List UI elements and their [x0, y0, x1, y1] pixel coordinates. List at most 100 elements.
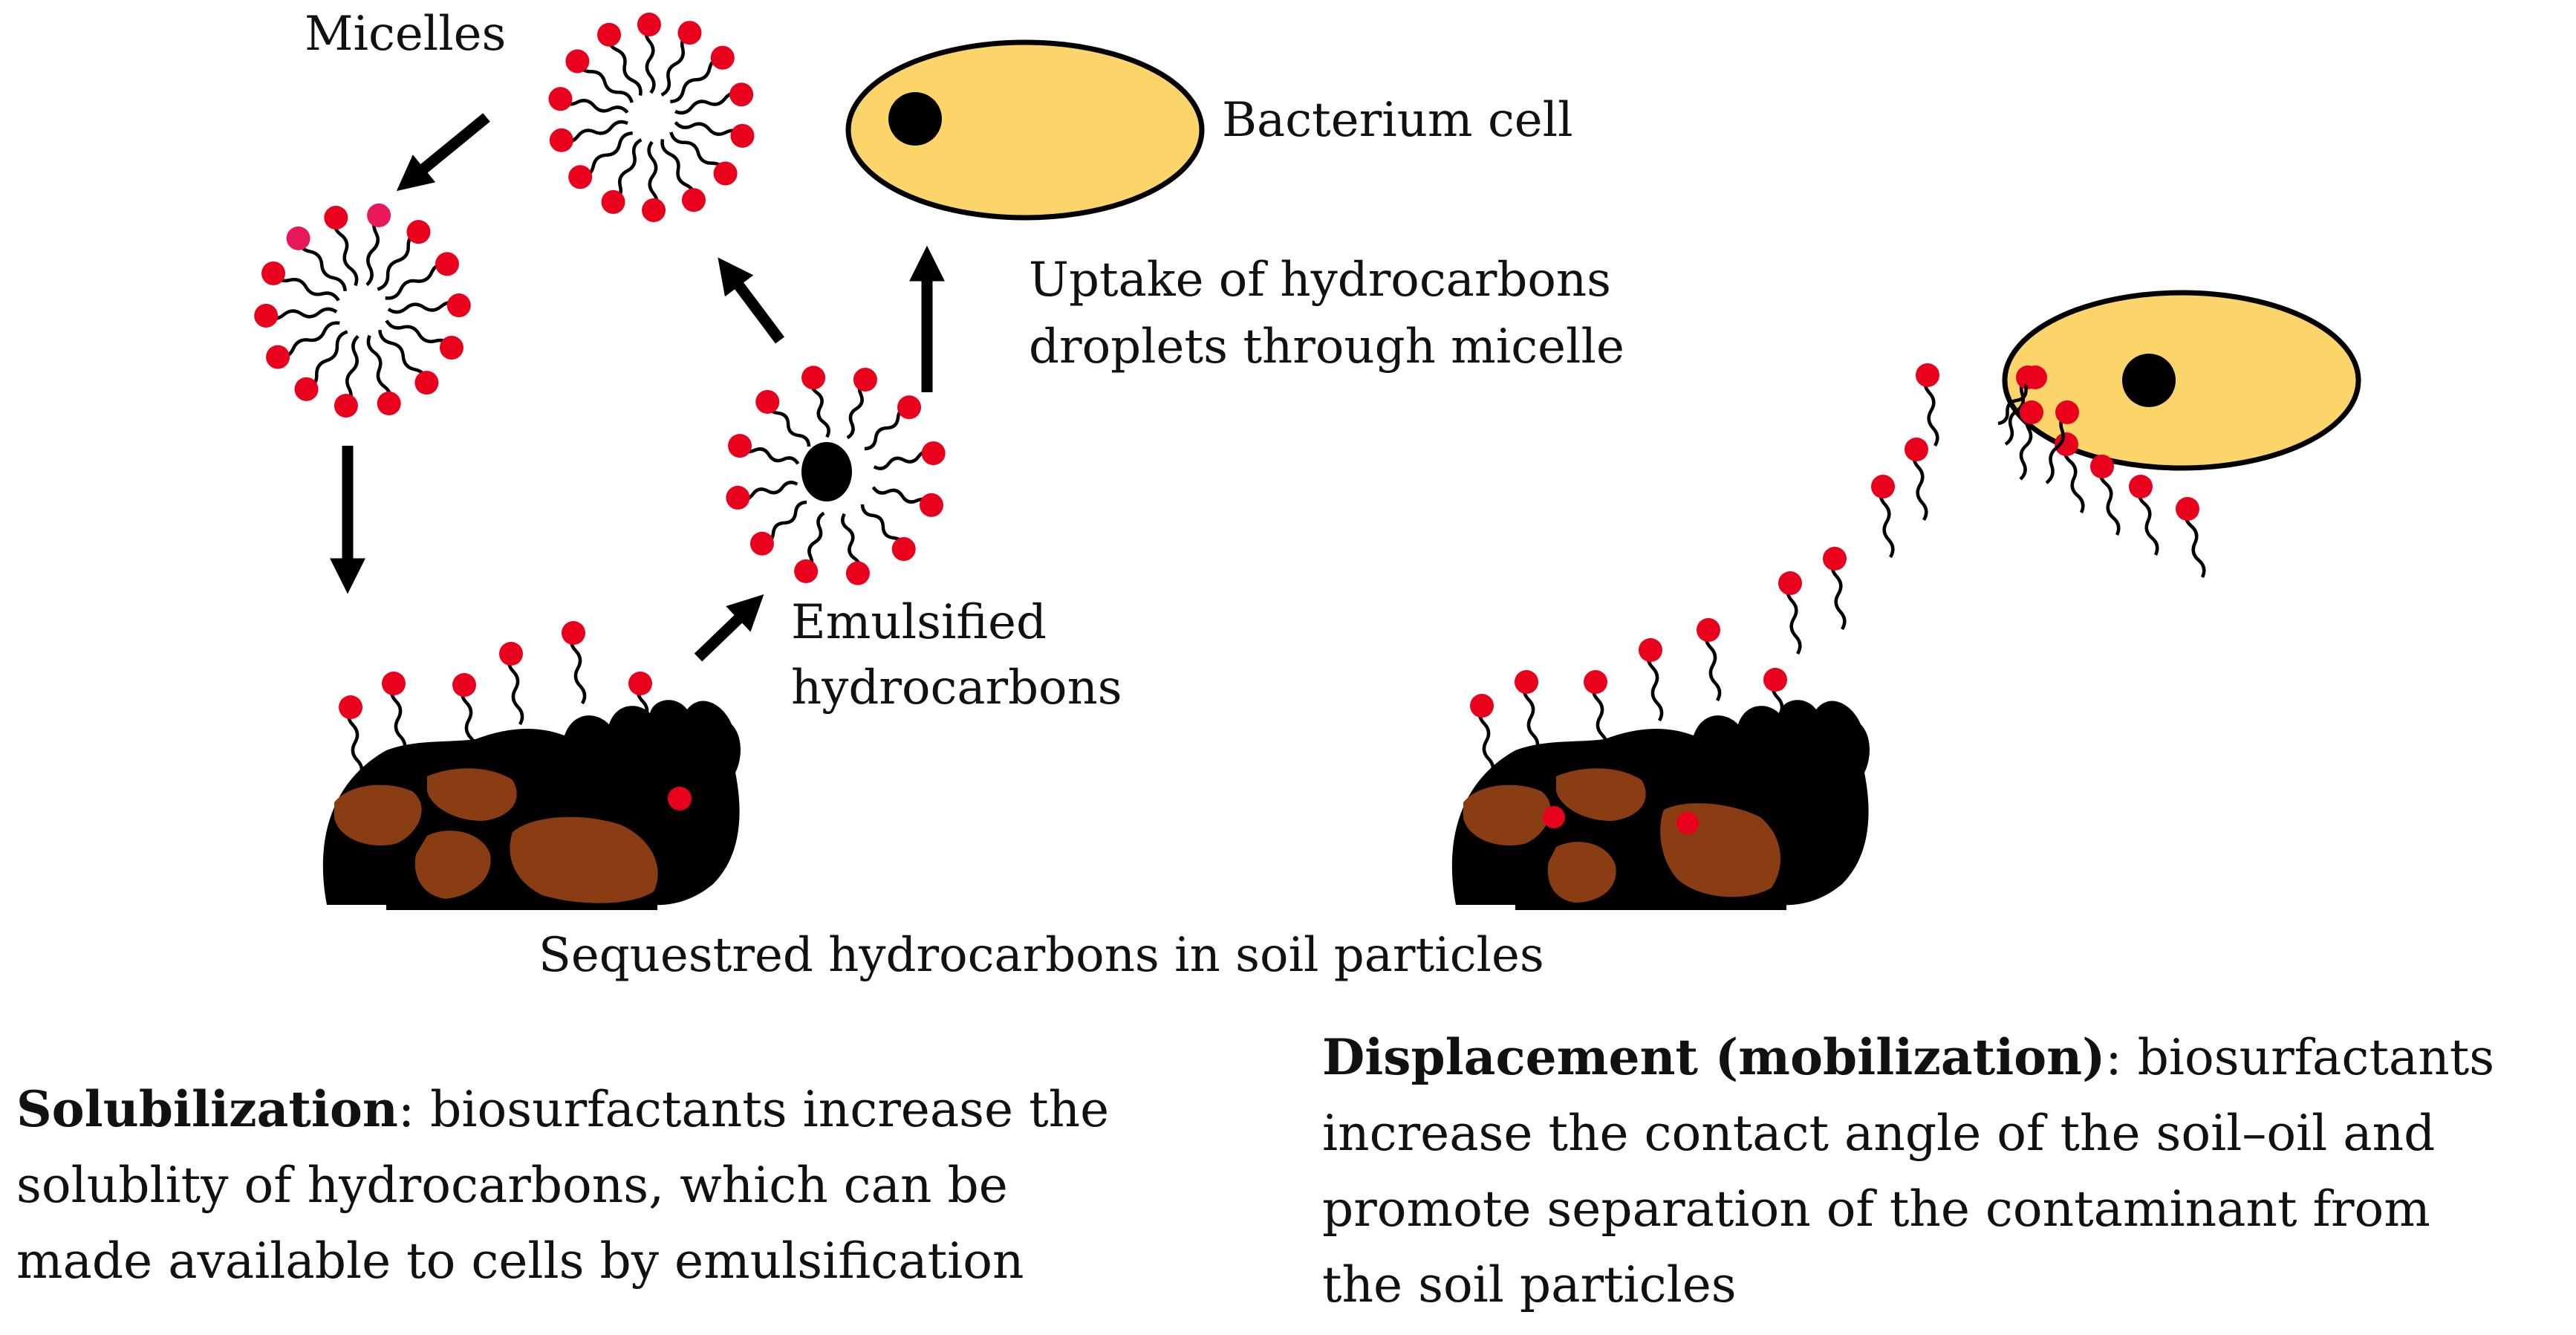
surfactant-tail: [1912, 448, 1928, 522]
surfactant-tail: [346, 706, 364, 779]
surfactant-head: [755, 389, 780, 414]
displacement-line1: : biosurfactants: [2105, 1029, 2495, 1086]
surfactant-tail: [1646, 649, 1664, 722]
surfactant-tail: [1830, 557, 1847, 631]
surfactant-head: [339, 695, 362, 719]
solubilization-line2: solublity of hydrocarbons, which can be: [16, 1157, 1008, 1214]
surfactant-tail: [2045, 411, 2069, 484]
surfactant-head: [377, 392, 401, 416]
surfactant-head: [668, 787, 692, 811]
surfactant-head: [446, 293, 471, 318]
surfactant-head: [1763, 668, 1787, 692]
micelle-left: [254, 203, 471, 418]
surfactant-head: [642, 198, 666, 222]
surfactant-tail: [389, 682, 407, 756]
surfactant-tail: [560, 120, 628, 144]
surfactant-head: [286, 226, 310, 250]
surfactant-head: [919, 493, 943, 517]
arrows: [329, 113, 946, 662]
surfactant-head: [749, 531, 774, 556]
surfactant-tail: [660, 31, 691, 97]
surfactant-tail: [1923, 374, 1939, 447]
soil-particle-left: [322, 700, 741, 910]
surfactant-head: [2129, 475, 2153, 498]
surfactant-head: [710, 45, 735, 70]
surfactant-head: [1584, 670, 1607, 694]
surfactant-tail: [277, 321, 340, 360]
surfactant-head: [1916, 363, 1939, 387]
surfactant-head: [266, 345, 290, 369]
surfactant-tail: [365, 214, 380, 287]
surfactant-head: [452, 673, 476, 697]
surfactant-tail: [1786, 582, 1802, 655]
surfactant-head: [261, 261, 286, 285]
surfactant-tail: [1771, 678, 1789, 752]
surfactant-head: [568, 165, 593, 189]
displacement-line4: the soil particles: [1322, 1256, 1737, 1313]
surfactant-head: [439, 336, 464, 360]
surfactant-tail: [385, 319, 453, 349]
surfactant-tail: [1879, 485, 1895, 559]
surfactant-head: [897, 395, 922, 420]
surfactant-head: [1639, 638, 1662, 662]
soil-particle-right: [1451, 700, 1870, 910]
surfactant-head: [601, 189, 625, 214]
emulsified-label-line1: Emulsified: [791, 595, 1047, 650]
surfactant-head: [637, 13, 661, 37]
uptake-label-line1: Uptake of hydrocarbons: [1029, 253, 1611, 308]
bacterium-cell-right: [2002, 290, 2361, 471]
surfactant-head: [2055, 400, 2079, 424]
surfactant-head: [1905, 438, 1928, 461]
surfactant-tail: [607, 34, 643, 97]
surfactants-on-soil-right: [1470, 618, 1789, 778]
surfactant-head: [730, 123, 755, 148]
surfactant-head: [367, 203, 391, 227]
solubilization-term: Solubilization: [16, 1080, 398, 1138]
surfactant-head: [801, 366, 826, 390]
surfactant-tail: [674, 91, 743, 115]
surfactant-head: [334, 394, 358, 418]
surfactant-tail: [2004, 376, 2029, 446]
solubilization-line1: : biosurfactants increase the: [397, 1081, 1110, 1138]
surfactant-tail: [378, 329, 429, 383]
surfactant-tail: [669, 131, 727, 175]
surfactant-tail: [2063, 444, 2085, 513]
surfactant-head: [435, 252, 459, 276]
surfactant-head: [681, 188, 706, 212]
surfactant-head: [713, 161, 738, 186]
surfactant-tail: [580, 131, 633, 179]
surfactant-head: [677, 21, 702, 45]
surfactant-head: [549, 128, 573, 152]
surfactant-head: [2023, 366, 2047, 389]
bacterium-cell-left: [845, 39, 1205, 221]
surfactant-tail: [366, 334, 392, 404]
surfactant-tail: [333, 217, 359, 287]
surfactant-tail: [576, 60, 634, 103]
surfactant-tail: [385, 262, 448, 300]
surfactant-head: [1515, 670, 1538, 694]
arrow-soil-to-emulsified: [694, 594, 764, 662]
surfactant-tail: [644, 23, 656, 94]
surfactant-head: [794, 559, 819, 583]
surfactant-head: [2020, 400, 2043, 424]
surfactant-tail: [1591, 681, 1609, 754]
surfactant-tail: [507, 652, 524, 726]
bacterium-cell-label: Bacterium cell: [1222, 93, 1573, 148]
solubilization-caption: Solubilization: biosurfactants increase …: [16, 1071, 1109, 1299]
surfactant-head: [921, 441, 946, 466]
surfactant-head: [1778, 571, 1802, 595]
surfactant-head: [726, 485, 750, 510]
surfactant-tail: [264, 307, 338, 321]
uptake-label-line2: droplets through micelle: [1029, 319, 1624, 374]
sequestred-label: Sequestred hydrocarbons in soil particle…: [539, 928, 1544, 983]
surfactant-tail: [569, 631, 587, 705]
surfactant-head: [728, 434, 752, 458]
arrow-micelle-top-to-left: [396, 113, 490, 192]
surfactant-tail: [460, 683, 478, 757]
micelle-emulsified: [726, 366, 946, 585]
surfactant-head: [845, 561, 870, 585]
surfactant-head: [414, 371, 439, 395]
surfactant-head: [406, 220, 431, 244]
surfactant-head: [254, 303, 279, 328]
surfactant-tail: [674, 121, 744, 137]
